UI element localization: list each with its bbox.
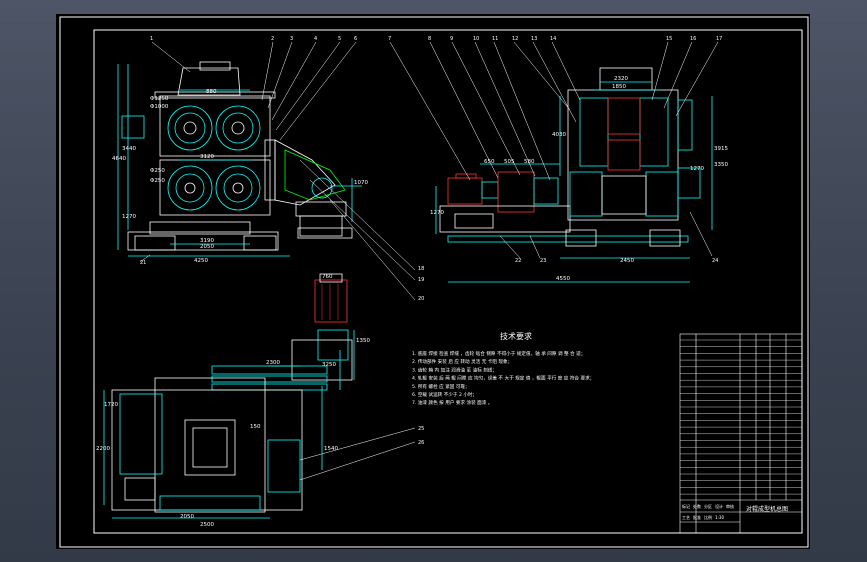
dimension-label: 1270 — [430, 210, 444, 216]
dimension-label: 505 — [504, 159, 515, 165]
note-line: 1. 底座 焊接 检查 焊缝 ，齿轮 啮合 侧隙 不得小于 规定值，轴 承 间隙… — [412, 350, 585, 357]
dimension-label: 1540 — [324, 446, 338, 452]
dimension-label: 2300 — [266, 360, 280, 366]
dimension-labels: 880Φ1250Φ10003120464034401270Φ250Φ250319… — [96, 76, 728, 528]
balloon-number: 17 — [716, 36, 722, 42]
dimension-label: 1270 — [122, 214, 136, 220]
dimension-label: 1720 — [104, 402, 118, 408]
balloon-number: 19 — [418, 277, 424, 283]
dimension-label: 2320 — [614, 76, 628, 82]
dimension-label: 3915 — [714, 146, 728, 152]
dimension-label: 2200 — [96, 446, 110, 452]
dimension-label: 1850 — [612, 84, 626, 90]
front-view — [117, 41, 416, 301]
balloon-number: 23 — [540, 258, 546, 264]
dimension-label: Φ250 — [150, 178, 165, 184]
title-block-field: 批准 — [693, 514, 701, 520]
balloon-number: 13 — [531, 36, 537, 42]
dimension-label: 2050 — [200, 244, 214, 250]
dimension-label: 4250 — [194, 258, 208, 264]
balloon-number: 18 — [418, 266, 424, 272]
dimension-label: 2500 — [200, 522, 214, 528]
dimension-label: 1270 — [690, 166, 704, 172]
balloon-number: 25 — [418, 426, 424, 432]
balloon-number: 3 — [290, 36, 293, 42]
balloon-number: 9 — [450, 36, 453, 42]
balloon-number: 22 — [515, 258, 521, 264]
title-block-field: 比例 — [704, 514, 712, 520]
title-block-field: 标记 — [682, 503, 690, 509]
dimension-label: 2450 — [620, 258, 634, 264]
balloon-number: 4 — [314, 36, 317, 42]
title-block-field: 设计 — [715, 503, 723, 509]
dimension-label: 2050 — [180, 514, 194, 520]
dimension-label: 1350 — [356, 338, 370, 344]
side-view — [389, 41, 719, 283]
note-line: 3. 齿轮 箱 内 加注 润滑油 至 油标 刻线； — [412, 366, 497, 373]
dimension-label: 580 — [524, 159, 535, 165]
balloon-number: 6 — [354, 36, 357, 42]
balloon-number: 11 — [492, 36, 498, 42]
dimension-label: 650 — [484, 159, 495, 165]
balloon-number: 2 — [271, 36, 274, 42]
balloon-number: 7 — [388, 36, 391, 42]
dimension-label: 880 — [206, 89, 217, 95]
dimension-label: 1070 — [354, 180, 368, 186]
title-block-field: 工艺 — [682, 515, 690, 520]
notes-list: 1. 底座 焊接 检查 焊缝 ，齿轮 啮合 侧隙 不得小于 规定值，轴 承 间隙… — [412, 350, 594, 406]
balloon-number: 26 — [418, 440, 424, 446]
balloon-number: 1 — [150, 36, 153, 42]
dimension-label: 3250 — [322, 362, 336, 368]
balloon-number: 15 — [666, 36, 672, 42]
dimension-label: 3120 — [200, 154, 214, 160]
title-block-name: 对辊成型机总图 — [746, 505, 788, 513]
outer-border — [59, 16, 809, 548]
title-block-bottom — [680, 499, 802, 533]
title-block-field: 分区 — [704, 503, 712, 509]
balloon-number: 14 — [550, 36, 556, 42]
dimension-label: 4030 — [552, 132, 566, 138]
balloon-number: 20 — [418, 296, 424, 302]
dimension-label: 4550 — [556, 276, 570, 282]
balloon-number: 10 — [473, 36, 479, 42]
note-line: 4. 轧辊 安装 后 两 辊 间隙 应 均匀，误差 不 大于 规定 值 ，辊面 … — [412, 375, 594, 382]
dimension-label: 150 — [250, 424, 261, 430]
balloon-number: 5 — [338, 36, 341, 42]
dimension-label: Φ1000 — [150, 104, 169, 110]
dimension-label: Φ250 — [150, 168, 165, 174]
balloon-number: 8 — [428, 36, 431, 42]
balloon-number: 16 — [690, 36, 696, 42]
dimension-label: 3190 — [200, 238, 214, 244]
balloon-number: 21 — [140, 260, 146, 266]
dimension-label: 3350 — [714, 162, 728, 168]
title-block-field: 处数 — [693, 503, 701, 509]
note-line: 7. 油漆 颜色 按 用户 要求 涂装 面漆 。 — [412, 399, 492, 406]
note-line: 6. 空载 试运转 不少于 2 小时； — [412, 391, 477, 398]
note-line: 5. 所有 螺栓 应 紧固 可靠； — [412, 383, 470, 390]
title-block-field: 审核 — [726, 503, 734, 509]
inner-border — [93, 29, 803, 534]
dimension-label: 760 — [322, 274, 333, 280]
title-block-field: 1:30 — [715, 515, 724, 520]
plan-view — [103, 273, 416, 519]
dimension-label: 4640 — [112, 156, 126, 162]
notes-title: 技术要求 — [500, 331, 532, 341]
note-line: 2. 传动部件 安装 后 应 转动 灵活 无 卡阻 现象； — [412, 358, 512, 365]
dimension-label: 3440 — [122, 146, 136, 152]
balloon-number: 12 — [512, 36, 518, 42]
dimension-label: Φ1250 — [150, 96, 169, 102]
balloon-number: 24 — [712, 258, 718, 264]
